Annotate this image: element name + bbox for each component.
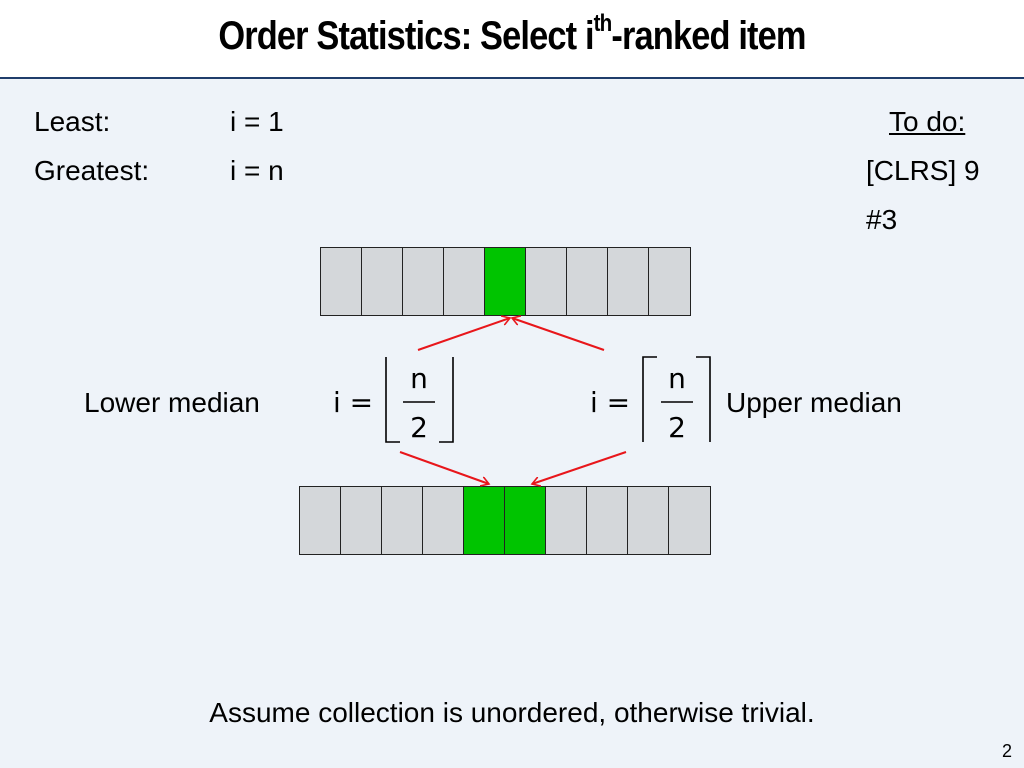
array-cell [587, 487, 628, 554]
floor-formula: i = n 2 [333, 357, 454, 444]
array-cell [341, 487, 382, 554]
title-bar [0, 0, 1024, 78]
title-superscript: th [593, 10, 613, 37]
upper-median-label: Upper median [726, 387, 902, 418]
array-cell [526, 248, 567, 315]
todo-heading: To do: [889, 106, 966, 137]
ceiling-bracket-left [642, 356, 657, 442]
floor-numerator: n [410, 362, 428, 395]
array-cell [567, 248, 608, 315]
array-cell [608, 248, 649, 315]
ceiling-denominator: 2 [668, 411, 686, 444]
floor-formula-lhs: i = [333, 386, 373, 419]
array-cell [669, 487, 710, 554]
todo-reference: [CLRS] 9 [866, 155, 980, 186]
title-main: Order Statistics: Select i [218, 14, 594, 58]
odd-length-array [320, 247, 691, 316]
todo-problem-number: #3 [866, 204, 898, 235]
floor-denominator: 2 [410, 411, 428, 444]
array-cell [362, 248, 403, 315]
greatest-label: Greatest: [34, 155, 150, 186]
even-length-array [299, 486, 711, 555]
array-cell [628, 487, 669, 554]
array-cell [444, 248, 485, 315]
array-cell [403, 248, 444, 315]
floor-bracket-left [385, 357, 400, 443]
ceiling-numerator: n [668, 362, 686, 395]
array-cell [546, 487, 587, 554]
floor-bracket-right [439, 357, 454, 443]
slide-title: Order Statistics: Select ith-ranked item [72, 12, 953, 59]
array-cell [649, 248, 690, 315]
arrow-upper-to-even [532, 451, 627, 484]
array-cell [321, 248, 362, 315]
array-cell-median [464, 487, 505, 554]
slide-number: 2 [1001, 741, 1012, 761]
least-value: i = 1 [230, 106, 284, 137]
ceiling-bracket-right [696, 356, 711, 442]
arrow-lower-to-even [399, 451, 489, 484]
array-cell-median [505, 487, 546, 554]
arrow-upper-to-odd [512, 318, 605, 351]
arrow-lower-to-odd [417, 318, 510, 351]
title-rest: -ranked item [611, 14, 806, 58]
greatest-value: i = n [230, 155, 284, 186]
array-cell [300, 487, 341, 554]
array-cell [382, 487, 423, 554]
footer-note: Assume collection is unordered, otherwis… [209, 697, 815, 728]
least-label: Least: [34, 106, 111, 137]
ceiling-formula: i = n 2 [590, 356, 711, 444]
array-cell-median [485, 248, 526, 315]
array-cell [423, 487, 464, 554]
ceiling-formula-lhs: i = [590, 386, 630, 419]
lower-median-label: Lower median [84, 387, 260, 418]
title-divider [0, 77, 1024, 79]
